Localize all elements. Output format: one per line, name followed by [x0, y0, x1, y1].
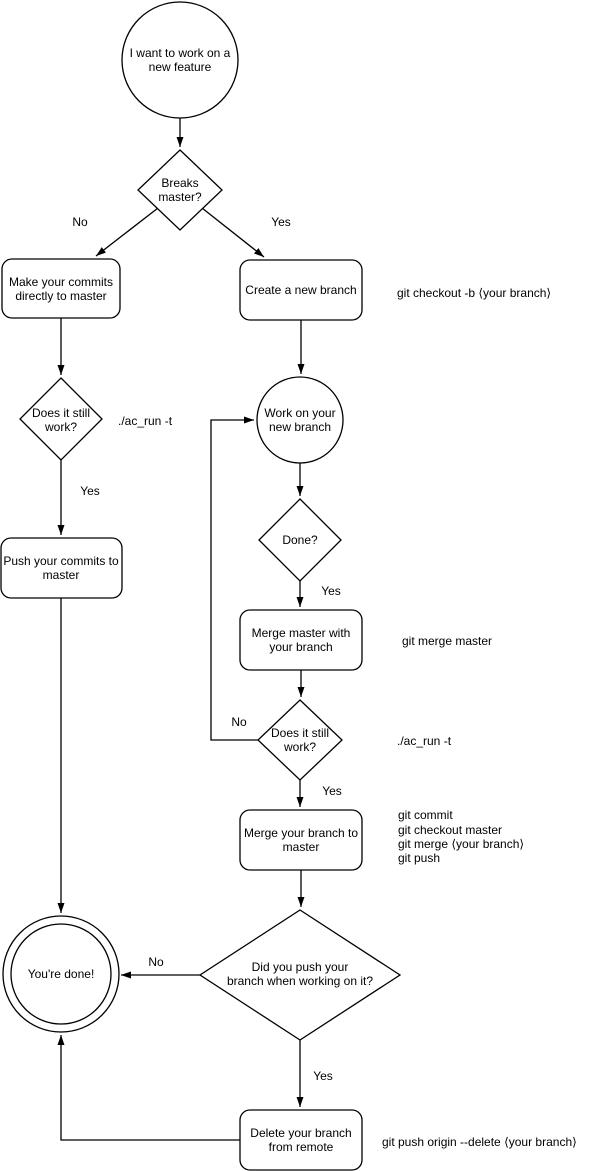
work-branch-circle — [256, 376, 344, 464]
create-branch-label: Create a new branch — [245, 283, 356, 297]
start-node: I want to work on a new feature — [121, 1, 239, 119]
nodes: I want to work on a new feature Breaks m… — [0, 1, 402, 1171]
youre-done-label: You're done! — [28, 967, 95, 981]
work-branch-line2: new branch — [269, 420, 331, 434]
start-label-line1: I want to work on a — [130, 46, 231, 60]
create-branch-node: Create a new branch — [239, 259, 363, 321]
does-it-work-right-line1: Does it still — [271, 726, 329, 740]
merge-master-rect — [239, 609, 363, 671]
work-branch-node: Work on your new branch — [256, 376, 344, 464]
make-commits-rect — [1, 258, 121, 319]
merge-master-line1: Merge master with — [252, 626, 351, 640]
did-you-push-diamond — [198, 909, 402, 1041]
label-no-did-push: No — [148, 955, 164, 969]
annotation-merge-block: git commit git checkout master git merge… — [398, 808, 524, 865]
does-it-work-right-decision: Does it still work? — [257, 699, 343, 781]
work-branch-line1: Work on your — [264, 406, 335, 420]
label-no-breaks: No — [72, 215, 88, 229]
label-yes-still-works-right: Yes — [322, 784, 342, 798]
make-commits-line1: Make your commits — [9, 275, 113, 289]
label-yes-did-push: Yes — [313, 1069, 333, 1083]
annotation-ac-run-left: ./ac_run -t — [118, 414, 173, 428]
push-commits-node: Push your commits to master — [0, 537, 123, 599]
annotation-git-merge-branch: git merge ⟨your branch⟩ — [398, 837, 524, 851]
did-you-push-line1: Did you push your — [252, 960, 349, 974]
did-you-push-line2: branch when working on it? — [227, 974, 373, 988]
delete-branch-line1: Delete your branch — [250, 1126, 351, 1140]
edge-breaks-master-yes — [201, 207, 265, 258]
does-it-work-left-line2: work? — [44, 420, 77, 434]
merge-master-with-branch-node: Merge master with your branch — [239, 609, 363, 671]
does-it-work-right-line2: work? — [283, 740, 316, 754]
youre-done-node: You're done! — [2, 915, 120, 1033]
annotation-git-checkout: git checkout -b ⟨your branch⟩ — [397, 286, 551, 300]
label-yes-breaks: Yes — [271, 215, 291, 229]
make-commits-line2: directly to master — [15, 289, 106, 303]
create-branch-rect — [239, 259, 363, 321]
edge-labels: No Yes Yes Yes No Yes No Yes — [72, 215, 341, 1083]
done-label: Done? — [282, 533, 318, 547]
merge-branch-line1: Merge your branch to — [244, 826, 358, 840]
does-it-work-left-diamond — [19, 377, 103, 461]
label-no-still-works-right: No — [231, 715, 247, 729]
label-yes-done: Yes — [321, 584, 341, 598]
annotation-git-commit: git commit — [398, 808, 453, 822]
breaks-master-diamond — [137, 149, 223, 231]
merge-branch-line2: master — [283, 840, 320, 854]
does-it-work-left-line1: Does it still — [32, 406, 90, 420]
done-diamond — [258, 498, 342, 582]
push-commits-rect — [0, 537, 123, 599]
edge-breaks-master-no — [95, 207, 159, 257]
does-it-work-right-diamond — [257, 699, 343, 781]
youre-done-inner-circle — [10, 923, 112, 1025]
delete-branch-line2: from remote — [269, 1140, 334, 1154]
annotations: git checkout -b ⟨your branch⟩ ./ac_run -… — [118, 286, 577, 1149]
edges — [57, 118, 305, 1141]
merge-branch-to-master-node: Merge your branch to master — [239, 809, 363, 871]
does-it-work-left-decision: Does it still work? — [19, 377, 103, 461]
annotation-ac-run-right: ./ac_run -t — [397, 734, 452, 748]
breaks-master-line2: master? — [158, 190, 202, 204]
annotation-git-push: git push — [398, 851, 440, 865]
push-commits-line2: master — [43, 568, 80, 582]
push-commits-line1: Push your commits to — [3, 554, 119, 568]
done-decision: Done? — [258, 498, 342, 582]
start-circle — [121, 1, 239, 119]
did-you-push-decision: Did you push your branch when working on… — [198, 909, 402, 1041]
delete-branch-node: Delete your branch from remote — [239, 1109, 363, 1171]
breaks-master-decision: Breaks master? — [137, 149, 223, 231]
annotation-git-checkout-master: git checkout master — [398, 823, 502, 837]
annotation-git-merge-master: git merge master — [402, 634, 492, 648]
make-commits-node: Make your commits directly to master — [1, 258, 121, 319]
breaks-master-line1: Breaks — [161, 176, 198, 190]
label-yes-still-works-left: Yes — [80, 484, 100, 498]
merge-master-line2: your branch — [269, 640, 332, 654]
start-label-line2: new feature — [149, 60, 212, 74]
edge-does-it-work2-no-loop — [210, 416, 258, 741]
delete-branch-rect — [239, 1109, 363, 1171]
edge-delete-branch-to-done-circle — [57, 1035, 240, 1141]
merge-branch-rect — [239, 809, 363, 871]
annotation-git-push-delete: git push origin --delete ⟨your branch⟩ — [382, 1135, 577, 1149]
